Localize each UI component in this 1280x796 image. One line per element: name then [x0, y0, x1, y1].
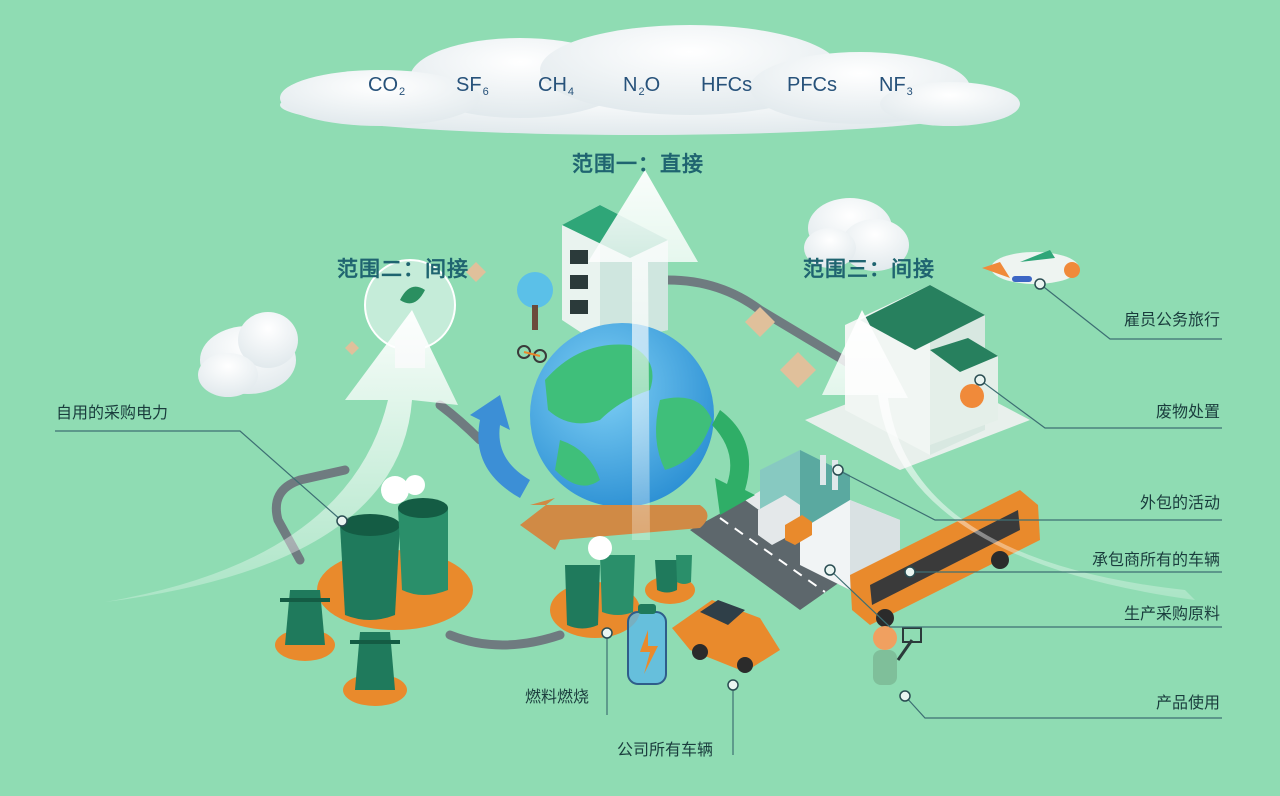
leader-lines — [55, 283, 1222, 755]
gas-co2: CO2 — [368, 74, 406, 98]
gas-hfcs: HFCs — [701, 74, 753, 96]
combustion-plant — [550, 536, 695, 638]
label-product-use: 产品使用 — [1155, 693, 1220, 712]
bicycle — [517, 345, 547, 363]
leader-dots — [336, 278, 1046, 702]
gas-ch4: CH4 — [538, 74, 575, 98]
airplane — [982, 250, 1080, 284]
scope1-arrow — [588, 170, 698, 540]
gas-pfcs: PFCs — [787, 74, 837, 96]
power-towers — [275, 590, 407, 706]
scope1-title: 范围一：直接 — [572, 152, 704, 176]
gas-nf3: NF3 — [879, 74, 913, 98]
scope2-title: 范围二：间接 — [337, 257, 469, 281]
label-company-vehicles: 公司所有车辆 — [617, 740, 714, 759]
label-outsourced-activities: 外包的活动 — [1139, 493, 1220, 512]
label-purchased-materials: 生产采购原料 — [1123, 604, 1220, 623]
scope2-arrow — [105, 310, 458, 602]
label-purchased-electricity: 自用的采购电力 — [56, 403, 169, 422]
label-waste-disposal: 废物处置 — [1155, 402, 1220, 421]
person-with-racket — [873, 626, 922, 685]
decorative-diamonds — [345, 262, 816, 388]
recycling-building — [805, 285, 1030, 470]
cloud-right — [804, 198, 909, 271]
ground-paths — [271, 275, 865, 650]
delivery-truck — [758, 495, 812, 545]
cloud-left — [198, 312, 298, 397]
earth-globe — [470, 323, 755, 550]
gas-n2o: N2O — [623, 74, 661, 98]
scope-arrows — [105, 170, 1195, 602]
tree-left — [517, 272, 553, 330]
emissions-cloud — [280, 25, 1020, 135]
battery — [627, 604, 667, 685]
label-fuel-combustion: 燃料燃烧 — [525, 687, 590, 706]
label-contractor-vehicles: 承包商所有的车辆 — [1091, 550, 1220, 569]
scope3-arrow — [822, 310, 1195, 600]
gas-sf6: SF6 — [456, 74, 489, 98]
scope3-title: 范围三：间接 — [803, 257, 935, 281]
power-plant — [317, 475, 473, 630]
label-business-travel: 雇员公务旅行 — [1123, 310, 1220, 329]
company-car — [672, 600, 780, 673]
